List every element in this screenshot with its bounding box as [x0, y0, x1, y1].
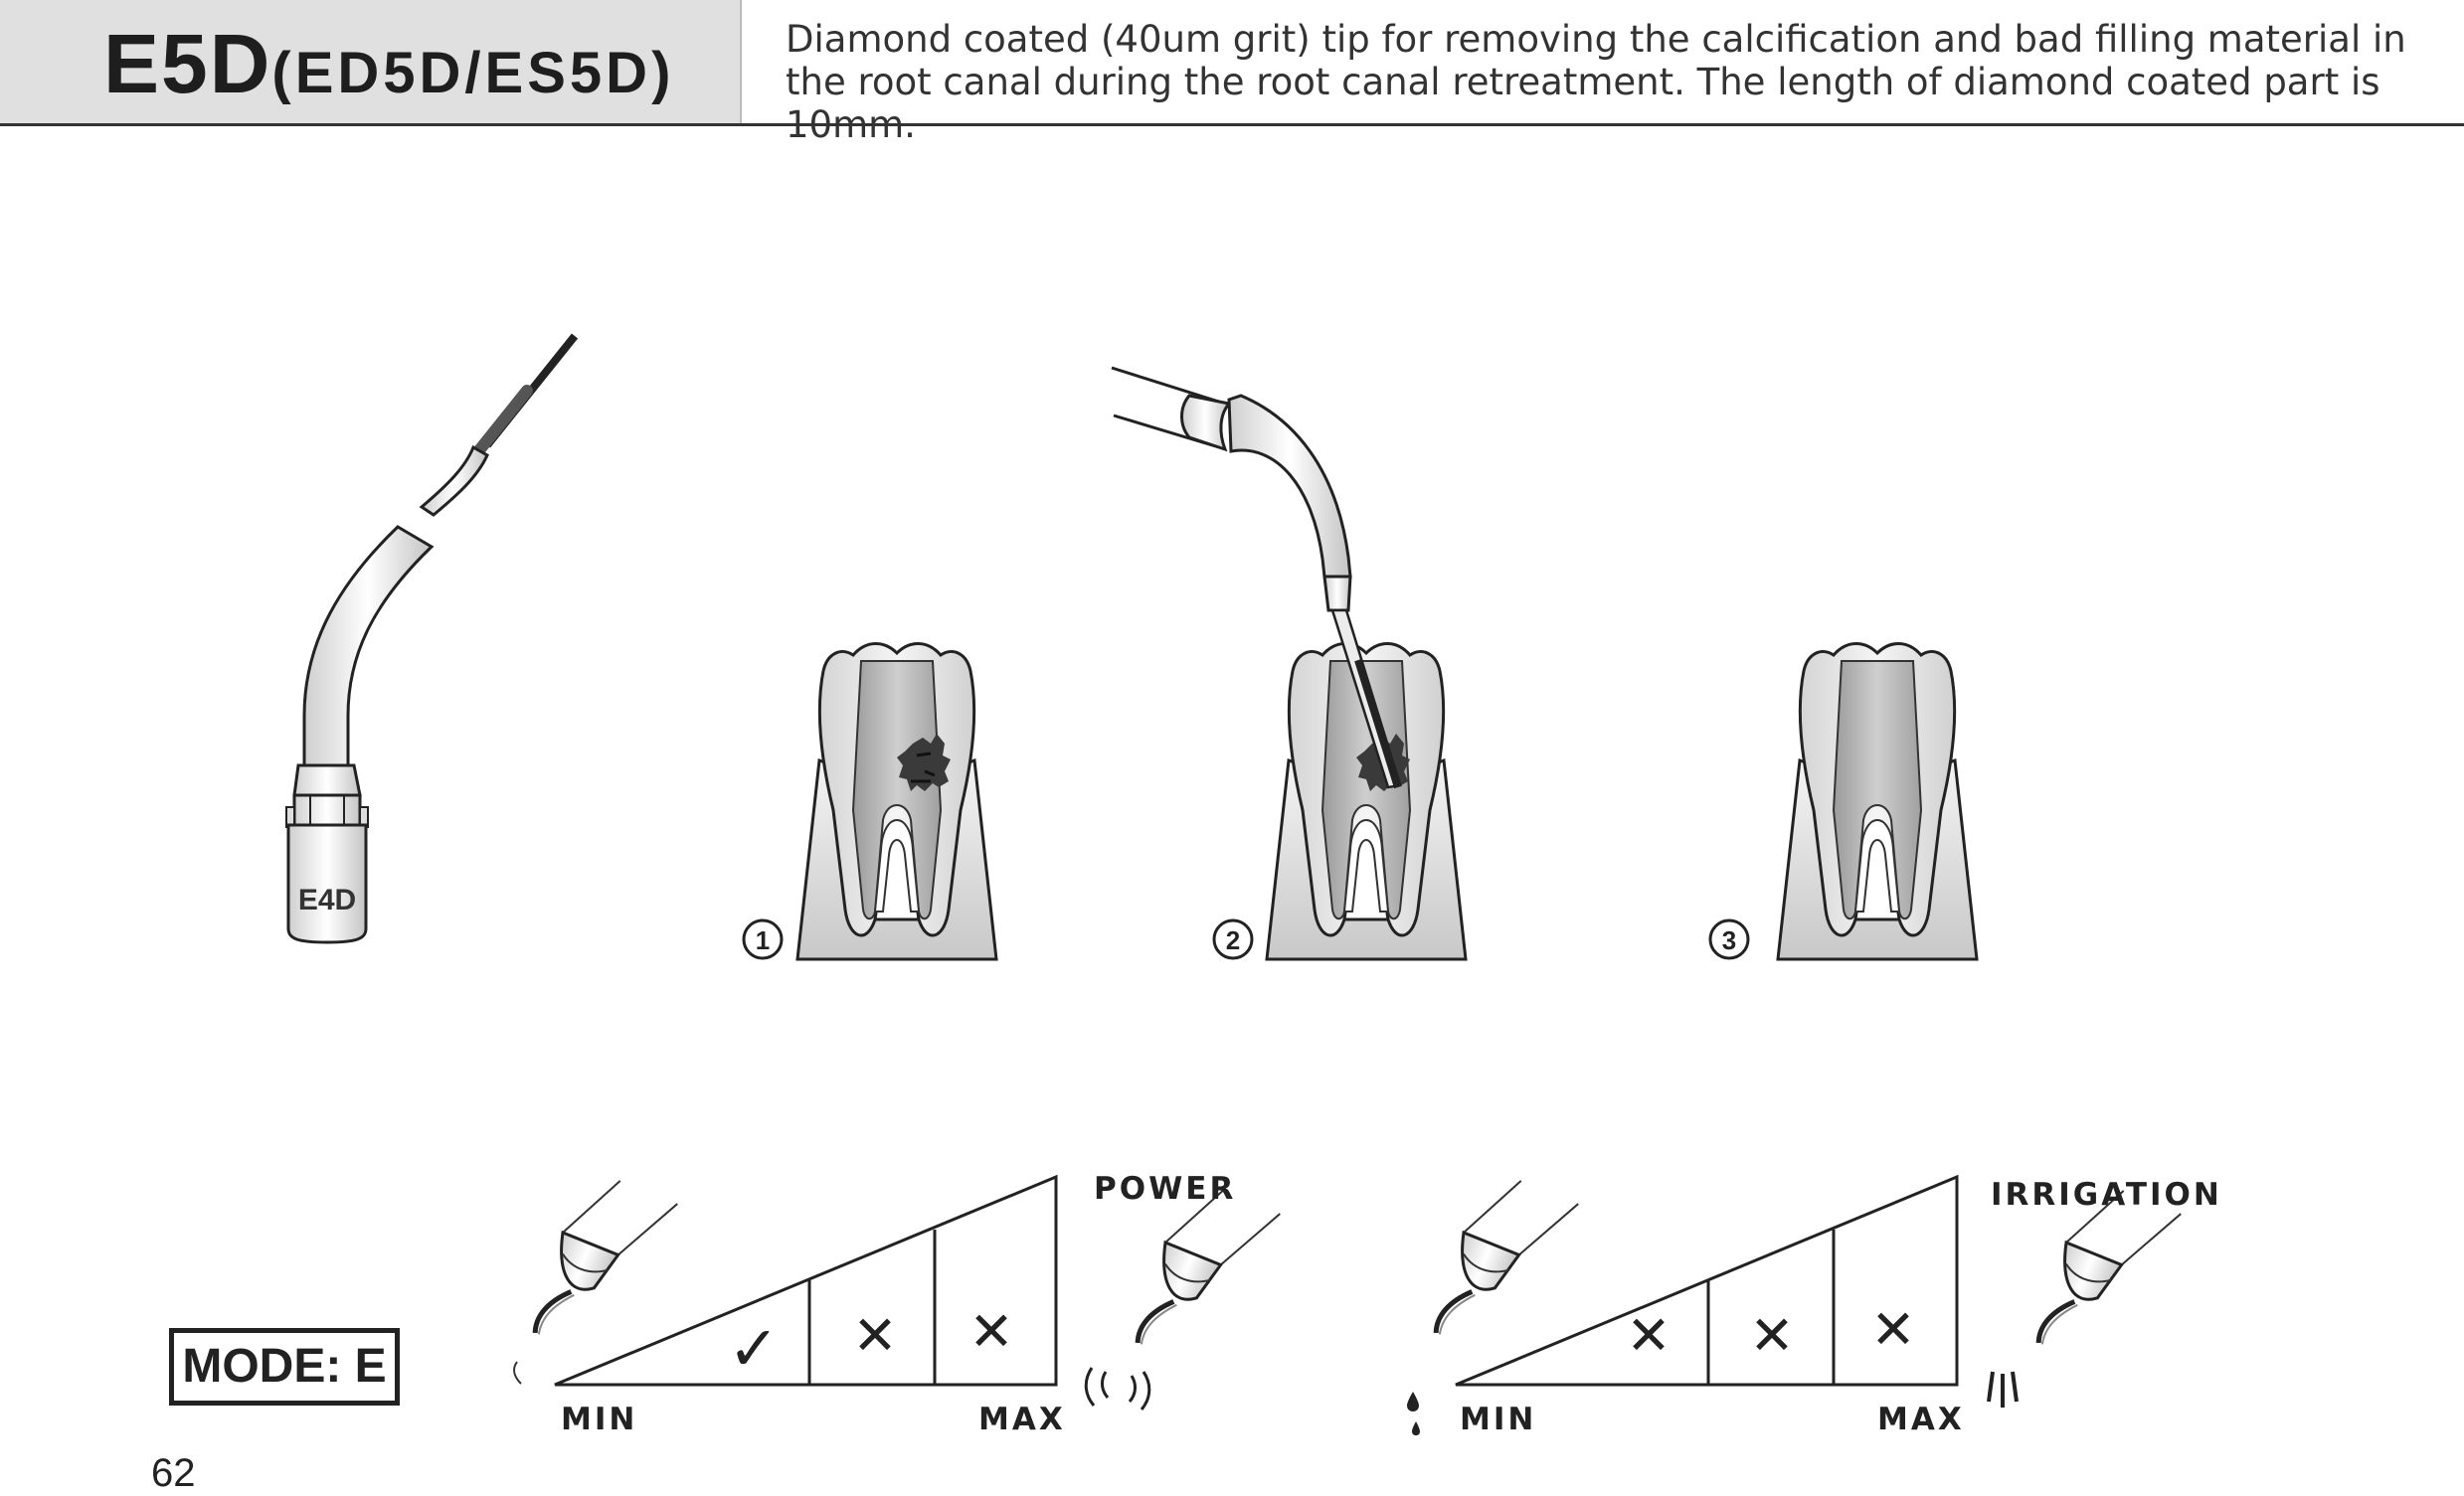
product-description: Diamond coated (40um grit) tip for remov…: [786, 18, 2406, 146]
ultrasonic-tip-illustration: E4D: [285, 333, 579, 944]
step-1-illustration: 1: [742, 642, 998, 961]
irrigation-title: IRRIGATION: [1991, 1177, 2222, 1213]
power-scale: ✓ ✕ ✕: [513, 1168, 1280, 1411]
step-2-badge: [1212, 918, 1254, 960]
page-header: E5D(ED5D/ES5D) Diamond coated (40um grit…: [0, 0, 2464, 146]
step-3-illustration: 3: [1708, 642, 1979, 961]
vibration-icon: [1084, 1367, 1151, 1411]
step-1-number: 1: [756, 925, 770, 955]
tip-engraving: E4D: [298, 884, 356, 916]
title-box: E5D(ED5D/ES5D): [0, 0, 742, 123]
water-drop-icon: [1407, 1392, 1420, 1435]
power-mark-3: ✕: [968, 1300, 1013, 1363]
power-max-handpiece-icon: [1127, 1178, 1280, 1374]
power-min-label: MIN: [561, 1402, 638, 1437]
mode-badge: MODE: E: [169, 1328, 400, 1406]
irrigation-min-label: MIN: [1460, 1402, 1537, 1437]
irrigation-min-handpiece-icon: [1425, 1168, 1578, 1364]
page-number: 62: [151, 1451, 196, 1495]
power-max-label: MAX: [978, 1402, 1066, 1437]
product-variants: (ED5D/ES5D): [271, 41, 675, 105]
step-3-badge: [1708, 918, 1750, 960]
step-2-number: 2: [1226, 925, 1240, 955]
product-title: E5D(ED5D/ES5D): [103, 16, 674, 112]
step-3-number: 3: [1722, 925, 1736, 955]
irrigation-mark-2: ✕: [1749, 1304, 1794, 1367]
product-model: E5D: [103, 17, 272, 110]
irrigation-mark-1: ✕: [1626, 1304, 1671, 1367]
irrigation-scale: ✕ ✕ ✕: [1407, 1168, 2181, 1435]
power-mark-2: ✕: [852, 1304, 897, 1367]
irrigation-max-label: MAX: [1877, 1402, 1965, 1437]
power-min-handpiece-icon: [524, 1168, 677, 1364]
water-flow-icon: [1987, 1371, 2019, 1408]
step-1-badge: [742, 918, 784, 960]
irrigation-mark-3: ✕: [1870, 1298, 1915, 1361]
power-mark-1: ✓: [728, 1312, 780, 1385]
step-2-illustration: 2: [1111, 366, 1468, 961]
power-title: POWER: [1094, 1171, 1237, 1207]
